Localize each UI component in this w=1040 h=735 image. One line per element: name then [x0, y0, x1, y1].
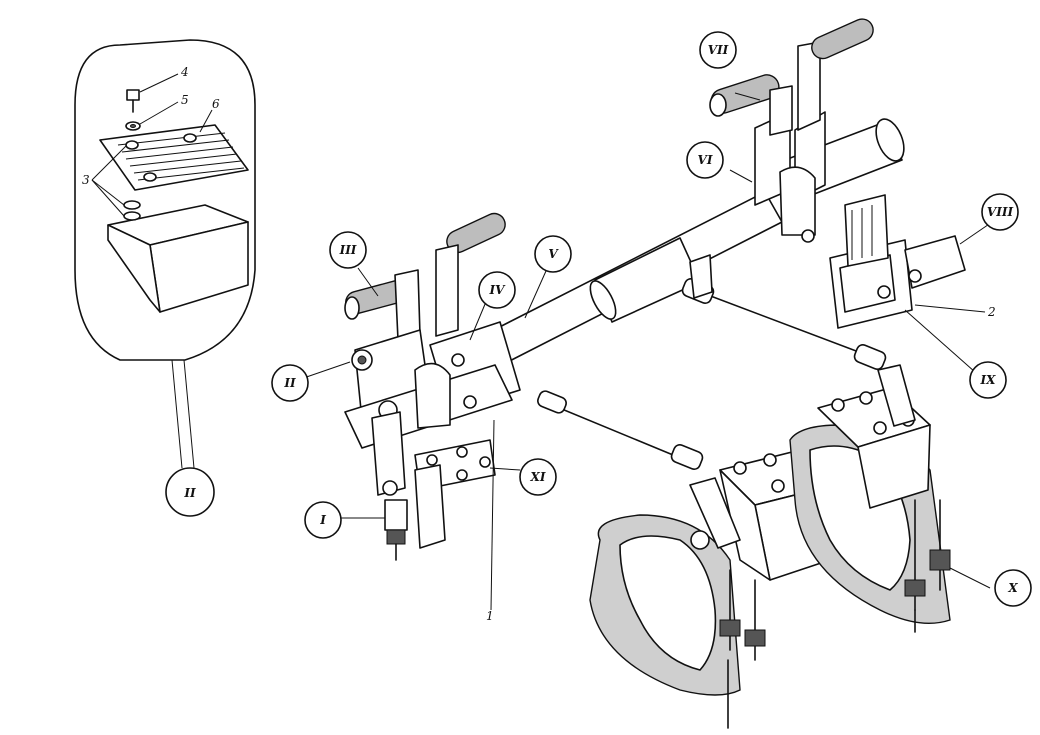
- callout-V: V: [534, 235, 572, 273]
- callout-label-VI: VI: [698, 153, 713, 167]
- callout-VII: VII: [699, 31, 737, 69]
- callout-label-X: X: [1007, 581, 1018, 595]
- callout-II: II: [271, 364, 309, 402]
- callout-label-IV: IV: [489, 283, 507, 297]
- main-assembly: [344, 18, 966, 729]
- callout-III: III: [329, 231, 367, 269]
- callout-label-III: III: [339, 243, 357, 257]
- callout-label-IX: IX: [980, 373, 997, 387]
- part-label-1: 1: [486, 609, 494, 623]
- part-label-3: 3: [82, 173, 90, 187]
- callout-label-II-detail: II: [183, 486, 196, 500]
- part-label-4: 4: [180, 65, 189, 79]
- part-label-2: 2: [987, 305, 996, 319]
- callout-label-II: II: [283, 376, 296, 390]
- callout-label-VIII: VIII: [987, 205, 1014, 219]
- callout-label-VII: VII: [708, 43, 729, 57]
- callout-IX: IX: [969, 361, 1007, 399]
- callout-X: X: [994, 569, 1032, 607]
- callout-label-V: V: [548, 247, 559, 261]
- callout-IV: IV: [478, 271, 516, 309]
- callout-I: I: [304, 501, 342, 539]
- callout-II-detail: II: [165, 467, 215, 517]
- callout-VIII: VIII: [981, 193, 1019, 231]
- part-label-5: 5: [181, 93, 189, 107]
- detail-inset: [74, 39, 256, 361]
- callout-VI: VI: [686, 141, 724, 179]
- callout-label-I: I: [319, 513, 326, 527]
- callout-label-XI: XI: [530, 470, 546, 484]
- callout-XI: XI: [519, 458, 557, 496]
- part-label-6: 6: [212, 97, 220, 111]
